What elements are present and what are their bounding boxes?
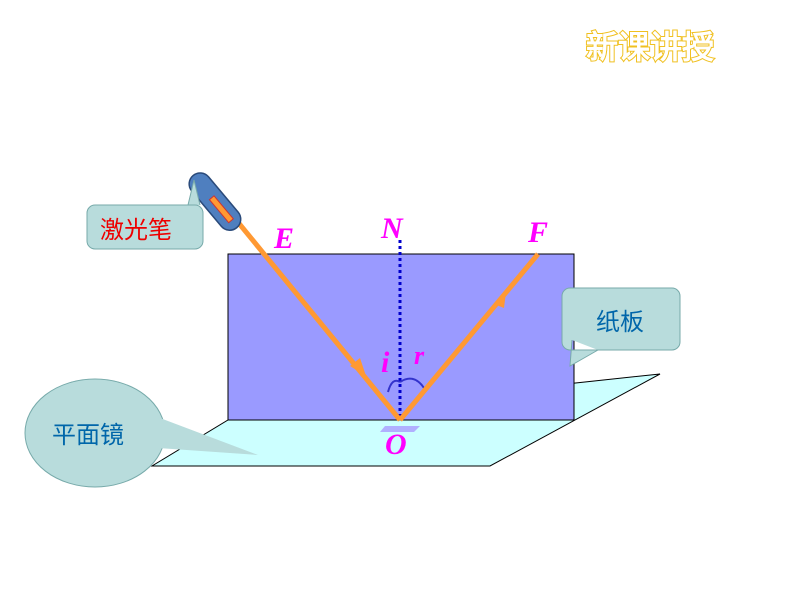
board-label: 纸板 (596, 308, 644, 336)
point-O: O (385, 428, 407, 461)
angle-i-arc (387, 379, 401, 393)
point-E: E (273, 222, 294, 255)
angle-r-arc (399, 377, 425, 389)
board-callout-bubble (561, 287, 681, 367)
angle-i: i (381, 346, 390, 379)
incident-ray (226, 208, 402, 422)
reflected-arrow (494, 292, 506, 308)
incidence-point-mark (380, 426, 420, 432)
laser-callout-bubble (86, 179, 204, 250)
point-N: N (380, 212, 404, 245)
mirror-label: 平面镜 (52, 421, 124, 449)
point-F: F (527, 216, 548, 249)
laser-label: 激光笔 (100, 216, 172, 244)
title: 新课讲授 (586, 28, 714, 66)
angle-r: r (414, 341, 425, 370)
mirror-callout-tail (158, 418, 258, 455)
incident-arrow (350, 358, 366, 376)
laser-pen (188, 172, 242, 231)
reflected-ray (398, 252, 540, 422)
